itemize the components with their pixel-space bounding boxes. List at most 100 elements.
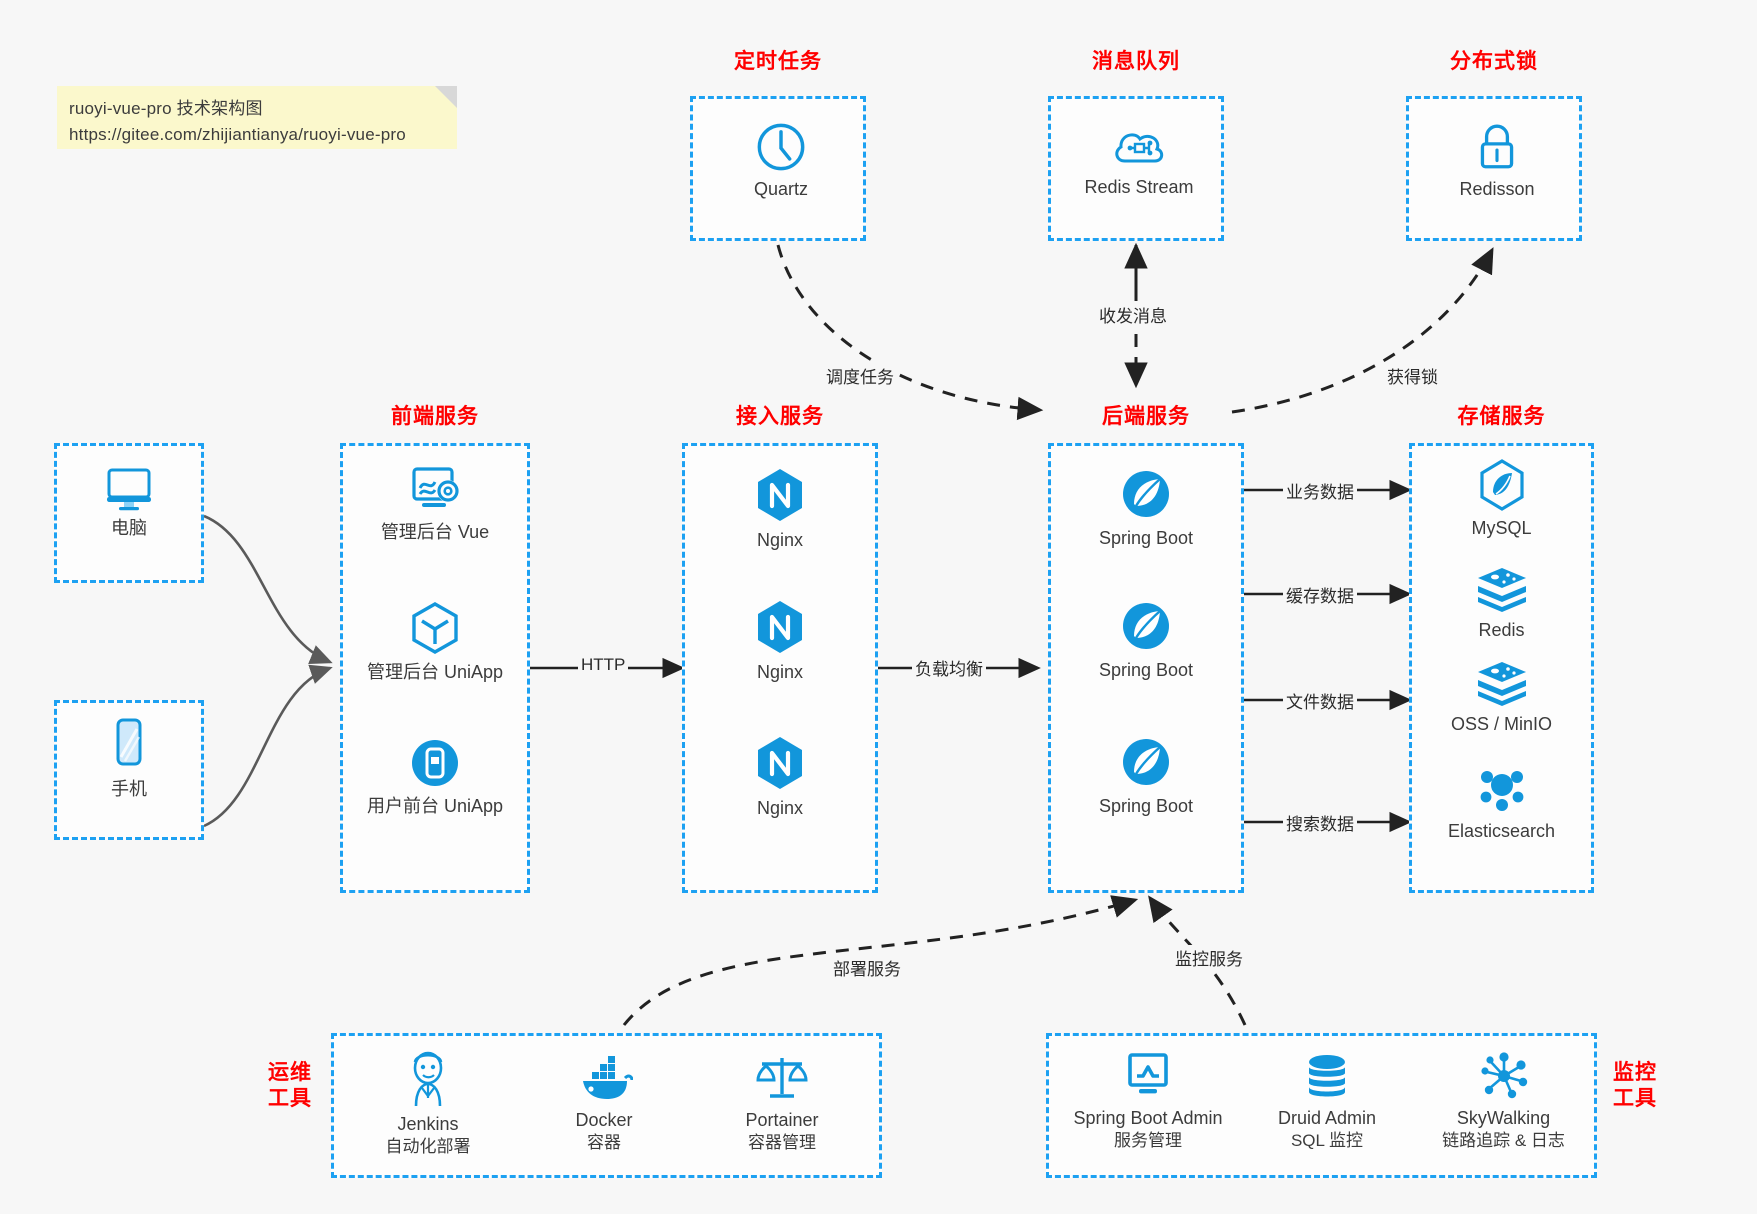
node-label: Docker: [575, 1110, 633, 1130]
group-title-backend: 后端服务: [1102, 405, 1190, 428]
note-line-url: https://gitee.com/zhijiantianya/ruoyi-vu…: [69, 125, 406, 145]
database-icon: [1309, 1055, 1345, 1097]
node-redisson[interactable]: Redisson: [1409, 121, 1585, 201]
node-label: Spring Boot: [1098, 528, 1194, 548]
group-box-backend: Spring Boot Spring Boot Spring Boot: [1048, 443, 1244, 893]
node-label: Spring Boot: [1098, 660, 1194, 680]
mobile-icon: [116, 718, 142, 766]
node-nginx-3[interactable]: Nginx: [685, 734, 875, 820]
node-sublabel: 自动化部署: [385, 1137, 471, 1157]
node-user-uniapp[interactable]: 用户前台 UniApp: [343, 736, 527, 818]
node-label: 管理后台 Vue: [380, 522, 490, 542]
monitor-title-line-1: 监控: [1613, 1061, 1657, 1084]
mysql-dolphin-icon: [1479, 459, 1524, 511]
docker-whale-icon: [583, 1056, 633, 1099]
node-label: 用户前台 UniApp: [366, 796, 504, 816]
node-label: 管理后台 UniApp: [366, 662, 504, 682]
node-admin-uniapp[interactable]: 管理后台 UniApp: [343, 600, 527, 684]
node-label: Jenkins: [397, 1114, 459, 1134]
node-elasticsearch[interactable]: Elasticsearch: [1412, 763, 1591, 843]
edge-label-load-balance: 负载均衡: [912, 655, 986, 680]
edge-label-business-data: 业务数据: [1283, 478, 1357, 503]
node-spring-boot-admin[interactable]: Spring Boot Admin 服务管理: [1053, 1050, 1243, 1153]
edge-label-monitor-service: 监控服务: [1172, 945, 1246, 970]
node-label: Nginx: [756, 798, 804, 818]
lock-icon: [1480, 124, 1514, 169]
node-docker[interactable]: Docker 容器: [524, 1050, 684, 1155]
note-line-title: ruoyi-vue-pro 技术架构图: [69, 99, 263, 118]
node-label: Elasticsearch: [1447, 821, 1556, 841]
node-label: Portainer: [745, 1110, 819, 1130]
monitor-title-line-2: 工具: [1613, 1087, 1657, 1111]
scales-icon: [756, 1058, 808, 1098]
node-mysql[interactable]: MySQL: [1412, 458, 1591, 540]
group-box-client-desktop: 电脑: [54, 443, 204, 583]
jenkins-butler-icon: [413, 1051, 443, 1107]
node-spring-boot-1[interactable]: Spring Boot: [1051, 466, 1241, 550]
node-quartz[interactable]: Quartz: [693, 121, 869, 201]
edge-label-search-data: 搜索数据: [1283, 810, 1357, 835]
node-label: Druid Admin: [1277, 1108, 1377, 1128]
node-sublabel: 容器管理: [748, 1133, 816, 1153]
node-nginx-1[interactable]: Nginx: [685, 466, 875, 552]
node-desktop[interactable]: 电脑: [57, 464, 201, 540]
clock-icon: [757, 123, 805, 171]
title-sticky-note: ruoyi-vue-pro 技术架构图 https://gitee.com/zh…: [57, 86, 457, 149]
group-title-scheduled-task: 定时任务: [734, 50, 822, 73]
node-label: MySQL: [1471, 518, 1532, 538]
spring-leaf-icon: [1123, 739, 1169, 785]
nginx-icon: [758, 469, 802, 521]
skywalking-node-icon: [1480, 1052, 1527, 1099]
edge-label-send-receive-message: 收发消息: [1096, 302, 1170, 327]
node-oss-minio[interactable]: OSS / MinIO: [1412, 658, 1591, 736]
node-label: Quartz: [753, 179, 809, 199]
node-redis-stream[interactable]: Redis Stream: [1051, 121, 1227, 199]
node-label: Nginx: [756, 662, 804, 682]
node-mobile[interactable]: 手机: [57, 717, 201, 801]
edge-label-cache-data: 缓存数据: [1283, 582, 1357, 607]
node-nginx-2[interactable]: Nginx: [685, 598, 875, 684]
group-box-frontend: 管理后台 Vue 管理后台 UniApp 用户前台 UniApp: [340, 443, 530, 893]
group-title-ops-tools: 运维 工具: [255, 1060, 325, 1113]
group-title-gateway: 接入服务: [736, 405, 824, 428]
node-label: OSS / MinIO: [1450, 714, 1553, 734]
edge-label-schedule-task: 调度任务: [823, 363, 897, 388]
edge-label-file-data: 文件数据: [1283, 688, 1357, 713]
node-portainer[interactable]: Portainer 容器管理: [702, 1050, 862, 1155]
cloud-node-icon: [1115, 133, 1164, 163]
redis-stack-icon: [1477, 662, 1526, 706]
spring-leaf-icon: [1123, 471, 1169, 517]
node-sublabel: SQL 监控: [1290, 1131, 1364, 1151]
app-window-icon: [412, 740, 458, 786]
desktop-icon: [107, 468, 151, 511]
group-title-storage: 存储服务: [1457, 405, 1546, 428]
node-admin-vue[interactable]: 管理后台 Vue: [343, 464, 527, 544]
group-box-distributed-lock: Redisson: [1406, 96, 1582, 241]
edge-label-http: HTTP: [578, 655, 629, 675]
node-label: Nginx: [756, 530, 804, 550]
dashboard-gear-icon: [412, 467, 459, 507]
node-spring-boot-2[interactable]: Spring Boot: [1051, 598, 1241, 682]
node-label: Spring Boot Admin: [1073, 1108, 1223, 1128]
nginx-icon: [758, 601, 802, 653]
node-spring-boot-3[interactable]: Spring Boot: [1051, 734, 1241, 818]
redis-stack-icon: [1477, 568, 1526, 612]
node-redis[interactable]: Redis: [1412, 564, 1591, 642]
node-jenkins[interactable]: Jenkins 自动化部署: [348, 1050, 508, 1159]
node-druid-admin[interactable]: Druid Admin SQL 监控: [1247, 1050, 1407, 1153]
monitor-chart-icon: [1128, 1053, 1168, 1094]
group-box-scheduled-task: Quartz: [690, 96, 866, 241]
edge-label-deploy-service: 部署服务: [830, 955, 904, 980]
cube-icon: [412, 602, 458, 654]
node-sublabel: 链路追踪 & 日志: [1442, 1131, 1565, 1151]
node-label: SkyWalking: [1456, 1108, 1551, 1128]
group-title-frontend: 前端服务: [391, 405, 479, 428]
group-box-monitor-tools: Spring Boot Admin 服务管理 Druid Admin SQL 监…: [1046, 1033, 1597, 1178]
nginx-icon: [758, 737, 802, 789]
group-box-storage: MySQL Redis: [1409, 443, 1594, 893]
node-sublabel: 服务管理: [1114, 1131, 1182, 1151]
elasticsearch-icon: [1480, 771, 1523, 811]
node-skywalking[interactable]: SkyWalking 链路追踪 & 日志: [1411, 1050, 1596, 1153]
node-label: Spring Boot: [1098, 796, 1194, 816]
